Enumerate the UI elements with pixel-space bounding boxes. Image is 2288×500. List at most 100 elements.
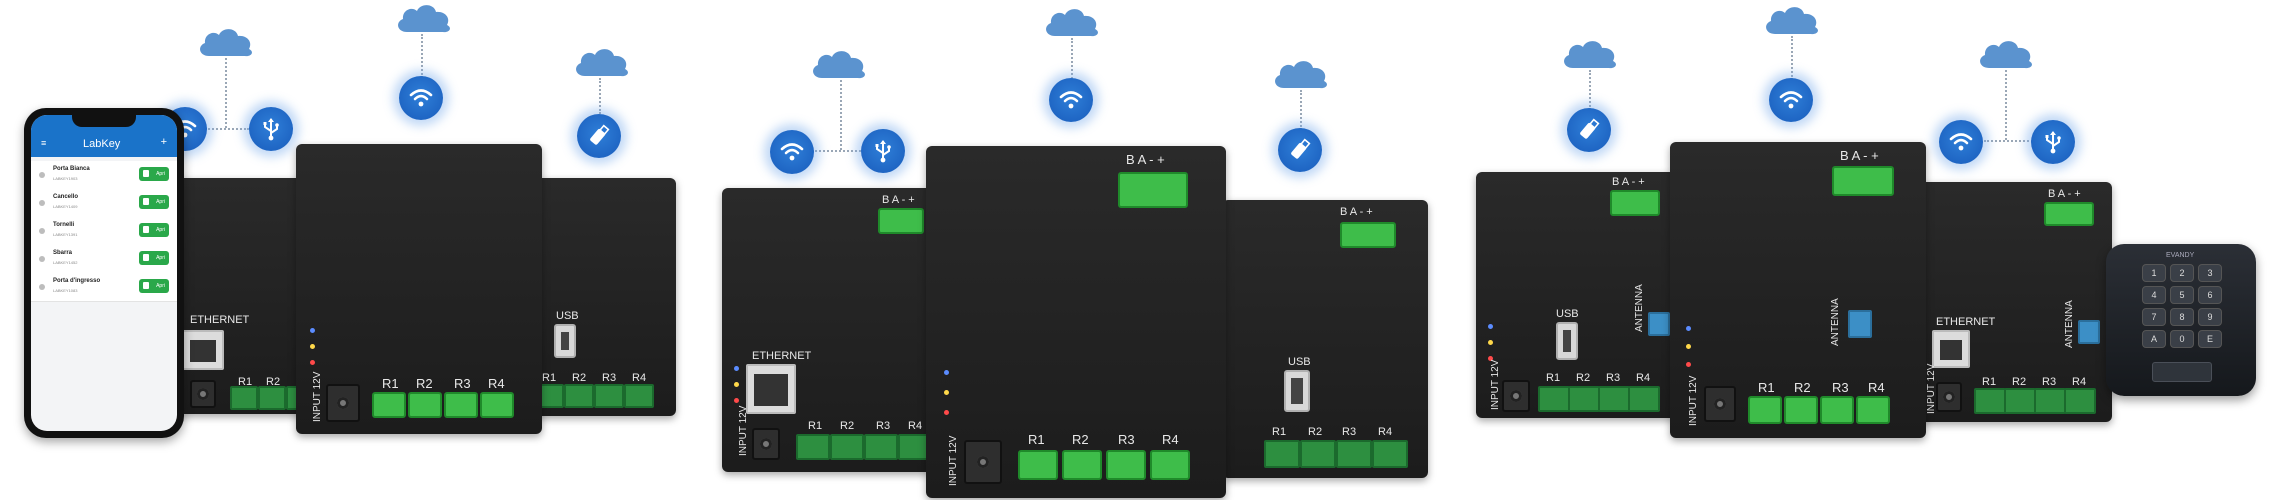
cloud-icon bbox=[195, 24, 257, 58]
relay-terminal bbox=[408, 392, 442, 418]
key-7[interactable]: 7 bbox=[2142, 308, 2166, 326]
open-button[interactable]: Apri bbox=[139, 279, 169, 293]
wifi-icon bbox=[1058, 87, 1084, 113]
usb-badge bbox=[249, 107, 293, 151]
relay-terminal bbox=[1062, 450, 1102, 480]
input-12v-label: INPUT 12V bbox=[1688, 375, 1699, 426]
wifi-badge bbox=[1769, 78, 1813, 122]
input-12v-label: INPUT 12V bbox=[1490, 359, 1501, 410]
key-4[interactable]: 4 bbox=[2142, 286, 2166, 304]
wifi-badge bbox=[1939, 120, 1983, 164]
device-usb: USB R1 R2 R3 R4 bbox=[528, 178, 676, 416]
card-reader-area bbox=[2152, 362, 2212, 382]
r2-label: R2 bbox=[2012, 376, 2027, 388]
device-usb-antenna: B A - + USB ANTENNA INPUT 12V R1 R2 R3 R… bbox=[1476, 172, 1676, 418]
relay-terminal bbox=[1784, 396, 1818, 424]
key-6[interactable]: 6 bbox=[2198, 286, 2222, 304]
usb-stick-icon bbox=[1287, 137, 1313, 163]
open-button[interactable]: Apri bbox=[139, 251, 169, 265]
relay-terminal bbox=[1150, 450, 1190, 480]
key-a[interactable]: A bbox=[2142, 330, 2166, 348]
r2-label: R2 bbox=[1576, 372, 1591, 384]
usb-badge bbox=[2031, 120, 2075, 164]
item-name: Tornelli bbox=[53, 222, 75, 228]
bus-terminal bbox=[1340, 222, 1396, 248]
power-jack bbox=[964, 440, 1002, 484]
relay-terminal bbox=[1106, 450, 1146, 480]
antenna-label: ANTENNA bbox=[1830, 298, 1841, 346]
key-1[interactable]: 1 bbox=[2142, 264, 2166, 282]
power-jack bbox=[1502, 380, 1530, 412]
relay-terminal bbox=[480, 392, 514, 418]
antenna-label: ANTENNA bbox=[1634, 284, 1645, 332]
relay-terminal bbox=[1856, 396, 1890, 424]
bus-label: B A - + bbox=[882, 194, 915, 206]
item-name: Sbarra bbox=[53, 250, 73, 256]
key-9[interactable]: 9 bbox=[2198, 308, 2222, 326]
device-main-antenna: B A - + ANTENNA INPUT 12V R1 R2 R3 R4 bbox=[1670, 142, 1926, 438]
cloud-icon bbox=[1975, 36, 2037, 70]
r1-label: R1 bbox=[1272, 426, 1287, 438]
r1-label: R1 bbox=[542, 372, 557, 384]
item-code: LABKEY1903 bbox=[53, 176, 78, 181]
wifi-icon bbox=[408, 85, 434, 111]
list-item: Cancello LABKEY1409 Apri bbox=[31, 189, 177, 218]
relay-terminal bbox=[1018, 450, 1058, 480]
relay-terminal bbox=[1820, 396, 1854, 424]
wifi-badge bbox=[770, 130, 814, 174]
menu-icon[interactable]: ≡ bbox=[41, 138, 47, 148]
add-icon[interactable]: + bbox=[160, 136, 167, 148]
usb-icon bbox=[258, 116, 284, 142]
relay-terminal bbox=[372, 392, 406, 418]
relay-terminal bbox=[796, 434, 830, 460]
usb-stick-badge bbox=[1278, 128, 1322, 172]
usb-icon bbox=[2040, 129, 2066, 155]
r4-label: R4 bbox=[1868, 380, 1885, 395]
r2-label: R2 bbox=[1308, 426, 1323, 438]
usb-stick-badge bbox=[577, 114, 621, 158]
r3-label: R3 bbox=[2042, 376, 2057, 388]
open-button[interactable]: Apri bbox=[139, 167, 169, 181]
app-title: LabKey bbox=[83, 138, 121, 150]
wifi-icon bbox=[1778, 87, 1804, 113]
antenna-connector bbox=[1848, 310, 1872, 338]
r3-label: R3 bbox=[1832, 380, 1849, 395]
device-main: B A - + INPUT 12V R1 R2 R3 R4 bbox=[926, 146, 1226, 498]
ethernet-port bbox=[182, 330, 224, 370]
key-3[interactable]: 3 bbox=[2198, 264, 2222, 282]
power-jack bbox=[1936, 382, 1962, 412]
r3-label: R3 bbox=[454, 376, 471, 391]
open-button[interactable]: Apri bbox=[139, 223, 169, 237]
ethernet-port bbox=[1932, 330, 1970, 368]
cloud-icon bbox=[1270, 56, 1332, 90]
key-0[interactable]: 0 bbox=[2170, 330, 2194, 348]
key-2[interactable]: 2 bbox=[2170, 264, 2194, 282]
bus-label: B A - + bbox=[1340, 206, 1373, 218]
antenna-label: ANTENNA bbox=[2064, 300, 2075, 348]
relay-terminal bbox=[2064, 388, 2096, 414]
key-5[interactable]: 5 bbox=[2170, 286, 2194, 304]
usb-stick-badge bbox=[1567, 108, 1611, 152]
ethernet-label: ETHERNET bbox=[752, 350, 812, 362]
r2-label: R2 bbox=[1794, 380, 1811, 395]
key-8[interactable]: 8 bbox=[2170, 308, 2194, 326]
relay-terminal bbox=[1372, 440, 1408, 468]
bus-label: B A - + bbox=[1126, 152, 1165, 167]
usb-port bbox=[554, 324, 576, 358]
relay-terminal bbox=[1336, 440, 1372, 468]
item-code: LABKEY1452 bbox=[53, 260, 78, 265]
app-bar: ≡ LabKey + bbox=[31, 115, 177, 157]
wifi-badge bbox=[399, 76, 443, 120]
bus-label: B A - + bbox=[1840, 148, 1879, 163]
cloud-icon bbox=[393, 0, 455, 34]
device-ethernet: ETHERNET R1 R2 bbox=[170, 178, 310, 414]
r4-label: R4 bbox=[2072, 376, 2087, 388]
relay-terminal bbox=[1300, 440, 1336, 468]
r4-label: R4 bbox=[488, 376, 505, 391]
open-button[interactable]: Apri bbox=[139, 195, 169, 209]
bus-terminal bbox=[2044, 202, 2094, 226]
key-e[interactable]: E bbox=[2198, 330, 2222, 348]
access-keypad: EVANDY 1 2 3 4 5 6 7 8 9 A 0 E bbox=[2106, 244, 2256, 396]
input-12v-label: INPUT 12V bbox=[738, 405, 749, 456]
input-12v-label: INPUT 12V bbox=[948, 435, 959, 486]
